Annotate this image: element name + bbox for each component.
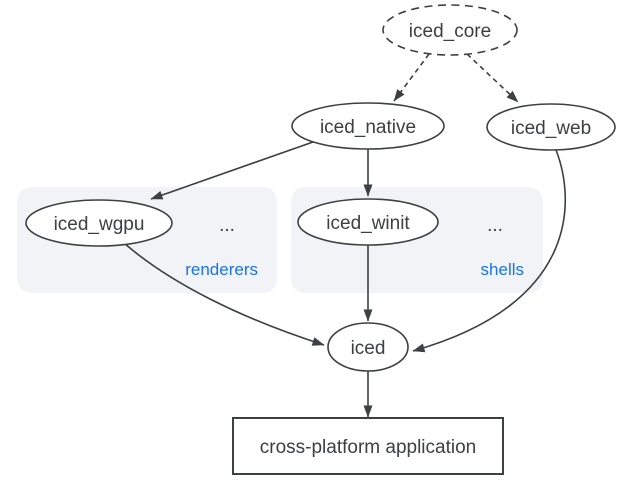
edge-iced-native-to-iced-wgpu (150, 141, 314, 200)
edge-iced-web-to-iced (412, 149, 567, 353)
iced-web-ellipse (486, 103, 616, 151)
renderers-label: renderers (185, 260, 258, 279)
node-iced-wgpu: iced_wgpu (25, 199, 173, 247)
iced-winit-ellipse (297, 198, 439, 246)
iced-wgpu-label: iced_wgpu (54, 214, 145, 235)
node-iced: iced (327, 322, 409, 372)
node-iced-web: iced_web (486, 103, 616, 151)
edge-iced-wgpu-to-iced (123, 242, 325, 346)
iced-web-label: iced_web (511, 118, 591, 139)
renderers-ellipsis: ... (219, 215, 235, 236)
node-iced-winit: iced_winit (297, 198, 439, 246)
shells-label: shells (481, 260, 524, 279)
shells-ellipsis: ... (487, 215, 503, 236)
iced-label: iced (351, 338, 386, 359)
iced-core-label: iced_core (409, 21, 491, 42)
iced-ellipse (327, 322, 409, 372)
iced-native-ellipse (291, 102, 445, 150)
node-cross-platform-application: cross-platform application (232, 417, 504, 475)
edge-iced-core-to-iced-native (393, 53, 430, 102)
iced-wgpu-ellipse (25, 199, 173, 247)
iced-winit-label: iced_winit (326, 213, 410, 234)
app-label: cross-platform application (260, 437, 476, 458)
node-iced-native: iced_native (291, 102, 445, 150)
edge-iced-core-to-iced-web (466, 53, 519, 103)
iced-native-label: iced_native (320, 117, 416, 138)
app-box (232, 417, 504, 475)
node-iced-core: iced_core (382, 4, 518, 56)
iced-core-ellipse (382, 4, 518, 56)
